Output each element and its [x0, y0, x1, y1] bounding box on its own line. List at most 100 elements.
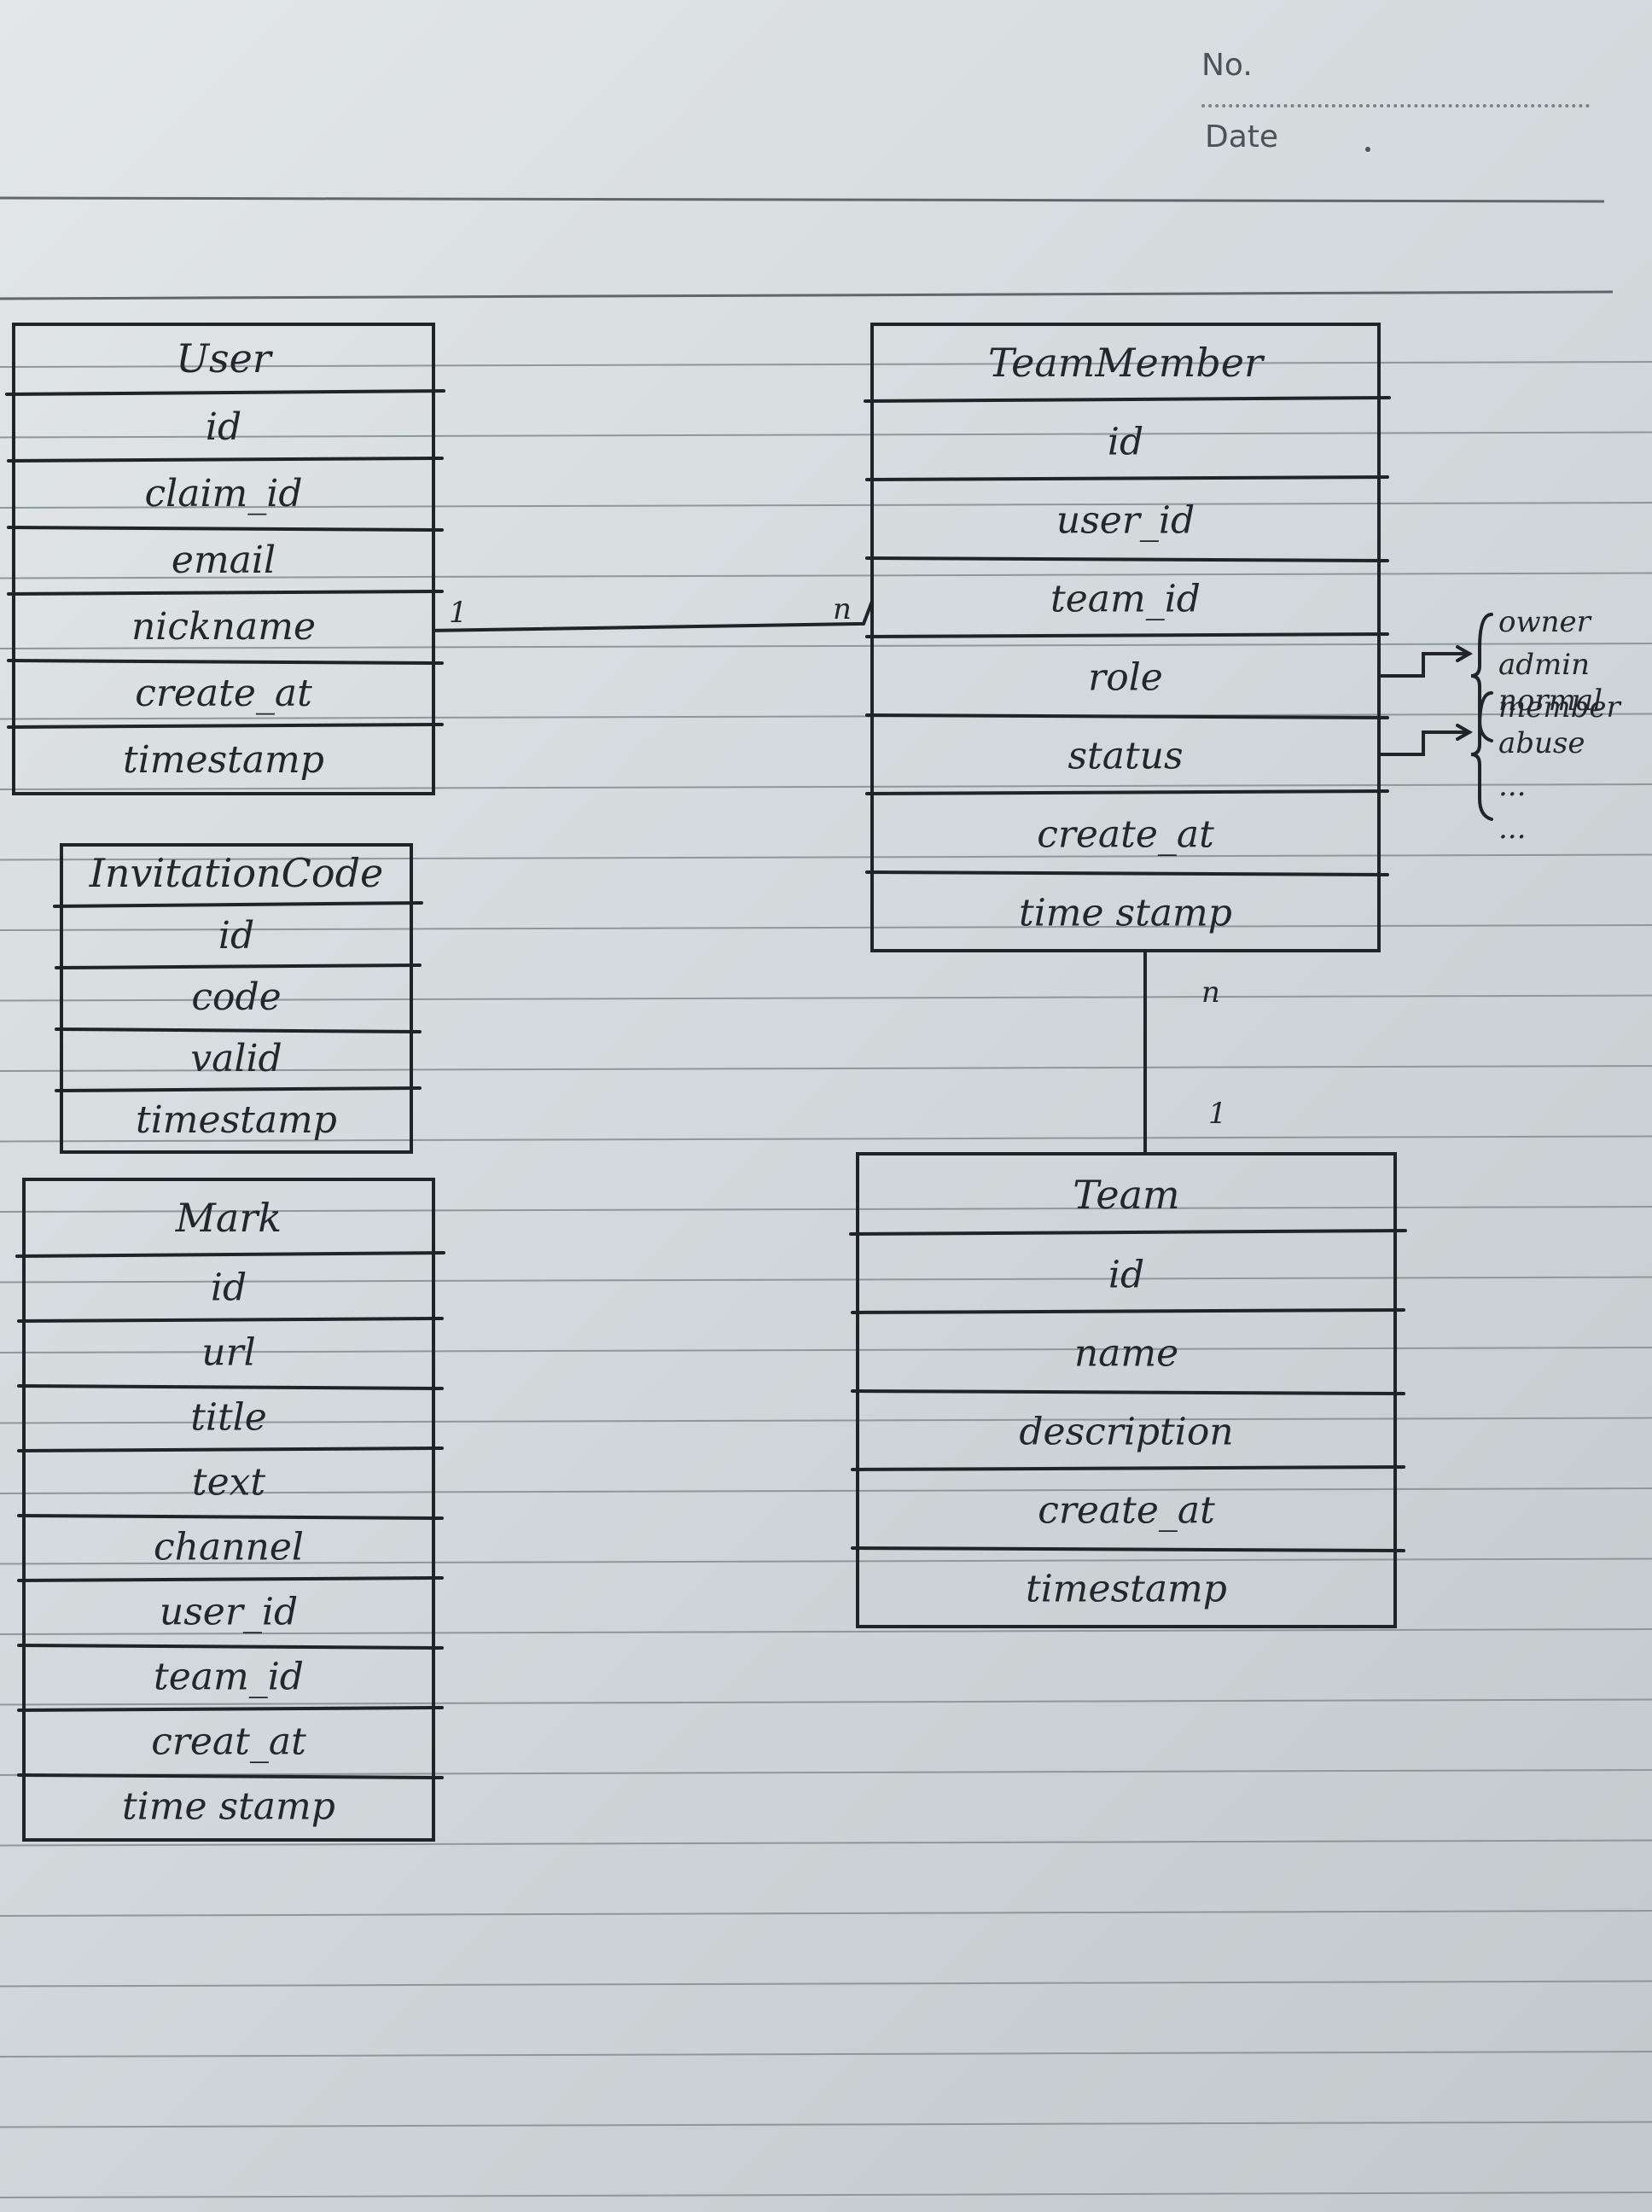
field-id: id [206, 405, 241, 449]
field-team-id: team_id [154, 1656, 304, 1699]
enum-arrow [1377, 652, 1471, 678]
ruled-line [0, 1276, 1652, 1284]
field-time-stamp: time stamp [1019, 892, 1232, 935]
ruled-line [0, 1557, 1652, 1565]
row-divider [55, 1027, 422, 1033]
row-divider [55, 963, 422, 969]
enum-value: admin [1498, 648, 1590, 682]
ruled-line [0, 1628, 1652, 1635]
number-label: No. [1201, 48, 1253, 83]
number-dotted-line [1201, 104, 1590, 108]
row-divider [7, 526, 444, 532]
ruled-line [0, 1135, 1652, 1143]
field-role: role [1088, 656, 1163, 700]
ruled-line [0, 502, 1652, 509]
title-divider [849, 1229, 1407, 1236]
ruled-line [0, 1980, 1652, 1988]
field-id: id [1108, 1254, 1144, 1297]
entity-border [22, 1178, 435, 1842]
mark-entity: Markidurltitletextchanneluser_idteam_idc… [15, 1178, 445, 1842]
field-time-stamp: time stamp [122, 1785, 335, 1829]
entity-title: InvitationCode [89, 850, 383, 896]
ruled-line [0, 783, 1652, 790]
row-divider [17, 1514, 444, 1520]
field-timestamp: timestamp [136, 1098, 337, 1142]
enum-value: abuse [1498, 726, 1585, 760]
enum-value: normal [1498, 684, 1603, 718]
ruled-line [0, 1769, 1652, 1776]
ruled-line [0, 713, 1652, 720]
row-divider [851, 1465, 1405, 1471]
row-divider [17, 1384, 444, 1390]
ruled-line [0, 1347, 1652, 1353]
row-divider [865, 870, 1389, 876]
field-create-at: create_at [1038, 1489, 1215, 1533]
row-divider [7, 590, 444, 596]
field-valid: valid [190, 1037, 282, 1080]
row-divider [7, 659, 444, 665]
field-email: email [172, 538, 276, 582]
arrow-head [1456, 724, 1474, 741]
ruled-line [0, 1839, 1652, 1847]
title-divider [53, 901, 423, 908]
row-divider [865, 475, 1389, 481]
status-enum: normalabuse...... [1377, 684, 1603, 846]
top-rule [0, 290, 1614, 300]
row-divider [851, 1546, 1405, 1552]
user-entity: Useridclaim_idemailnicknamecreate_attime… [5, 323, 445, 795]
enum-value: owner [1498, 605, 1592, 639]
ruled-line [0, 1065, 1652, 1072]
row-divider [7, 457, 444, 463]
row-divider [17, 1706, 444, 1712]
enum-arrow [1377, 731, 1471, 756]
header-rule [0, 196, 1605, 203]
ruled-line [0, 2121, 1652, 2128]
title-divider [15, 1251, 445, 1258]
field-name: name [1074, 1332, 1178, 1376]
field-nickname: nickname [131, 605, 316, 649]
ruled-line [0, 924, 1652, 931]
field-timestamp: timestamp [123, 738, 324, 782]
row-divider [865, 789, 1389, 795]
field-claim-id: claim_id [145, 472, 303, 515]
ruled-line [0, 1910, 1652, 1917]
field-create-at: create_at [135, 672, 312, 715]
ruled-line [0, 853, 1652, 861]
cardinality-one: 1 [1208, 1097, 1227, 1131]
cardinality-many: n [833, 592, 852, 626]
field-user-id: user_id [160, 1591, 298, 1634]
row-divider [865, 713, 1389, 719]
ruled-line [0, 1206, 1652, 1213]
field-team-id: team_id [1050, 578, 1201, 621]
entity-title: Mark [175, 1195, 282, 1241]
row-divider [17, 1317, 444, 1323]
cardinality-one: 1 [449, 596, 468, 630]
entity-title: TeamMember [988, 340, 1265, 386]
field-description: description [1019, 1411, 1233, 1454]
row-divider [7, 723, 444, 729]
cardinality-many: n [1201, 975, 1220, 1010]
field-timestamp: timestamp [1026, 1568, 1227, 1611]
field-status: status [1067, 735, 1183, 778]
row-divider [17, 1576, 444, 1582]
date-dot [1365, 147, 1370, 152]
entity-border [60, 843, 413, 1154]
title-divider [864, 396, 1391, 403]
enum-value: member [1498, 690, 1621, 725]
role-enum: owner admin member [1377, 605, 1621, 742]
row-divider [865, 632, 1389, 638]
enum-brace [1470, 691, 1493, 821]
field-channel: channel [154, 1526, 304, 1569]
row-divider [17, 1773, 444, 1779]
row-divider [55, 1086, 422, 1092]
field-creat-at: creat_at [151, 1720, 306, 1764]
ruled-line [0, 643, 1652, 649]
ruled-line [0, 431, 1652, 439]
title-divider [5, 389, 445, 396]
field-id: id [218, 914, 254, 958]
ruled-line [0, 1698, 1652, 1706]
